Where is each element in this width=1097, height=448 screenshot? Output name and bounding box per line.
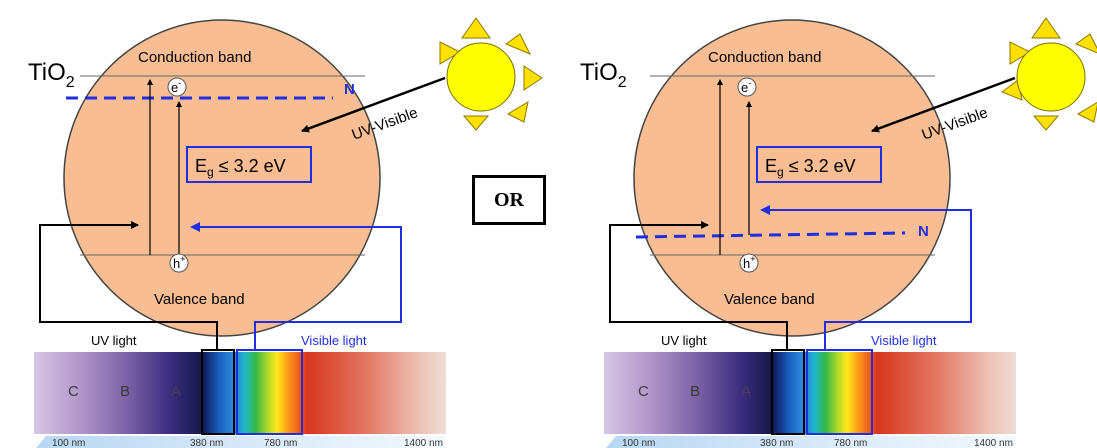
bandgap-label: Eg ≤ 3.2 eV	[195, 156, 286, 179]
hole-symbol	[169, 253, 189, 273]
sun-icon	[439, 17, 543, 131]
uv-band-b: B	[690, 383, 700, 400]
hole-symbol	[739, 253, 759, 273]
uv-band-a: A	[741, 383, 751, 400]
uv-spectrum	[604, 352, 774, 434]
electron-label: e-	[741, 78, 751, 95]
uv-light-label: UV light	[661, 333, 707, 348]
ir-spectrum	[876, 352, 1016, 434]
visible-path-line	[190, 222, 402, 350]
dopant-label: N	[918, 223, 929, 240]
electron-label: e-	[171, 78, 181, 95]
wavelength-bar	[606, 436, 1016, 448]
uv-band-a: A	[171, 383, 181, 400]
visible-light-box	[236, 349, 303, 435]
tio2-particle	[63, 19, 381, 337]
electron-symbol	[737, 77, 757, 97]
uv-spectrum	[34, 352, 204, 434]
material-label: TiO2	[28, 59, 75, 91]
panel-left: TiO2 Conduction band Valence band N e- h…	[28, 17, 543, 448]
hole-label: h+	[173, 254, 186, 271]
dopant-label: N	[344, 81, 355, 98]
wavelength-780: 780 nm	[264, 438, 297, 448]
electron-symbol	[167, 77, 187, 97]
wavelength-1400: 1400 nm	[974, 438, 1013, 448]
visible-spectrum	[804, 352, 876, 434]
hole-label: h+	[743, 254, 756, 271]
wavelength-380: 380 nm	[760, 438, 793, 448]
dopant-level-line	[635, 231, 906, 239]
wavelength-1400: 1400 nm	[404, 438, 443, 448]
conduction-band-label: Conduction band	[708, 49, 821, 66]
panel-right: TiO2 Conduction band Valence band N e- h…	[580, 17, 1097, 448]
bandgap-label: Eg ≤ 3.2 eV	[765, 156, 856, 179]
visible-light-label: Visible light	[871, 333, 937, 348]
sun-icon	[1000, 17, 1097, 131]
ir-spectrum	[306, 352, 446, 434]
uvb-band	[204, 352, 234, 434]
uv-light-box	[771, 349, 805, 435]
uv-light-box	[201, 349, 235, 435]
uv-visible-arrow	[871, 76, 1016, 133]
uv-band-c: C	[638, 383, 649, 400]
visible-light-box	[806, 349, 873, 435]
wavelength-100: 100 nm	[52, 438, 85, 448]
wavelength-100: 100 nm	[622, 438, 655, 448]
or-separator: OR	[472, 175, 546, 225]
material-label: TiO2	[580, 59, 627, 91]
wavelength-780: 780 nm	[834, 438, 867, 448]
uv-light-label: UV light	[91, 333, 137, 348]
visible-light-label: Visible light	[301, 333, 367, 348]
bandgap-box	[186, 146, 312, 183]
bandgap-box	[756, 146, 882, 183]
uv-path-line	[39, 221, 218, 350]
valence-band-label: Valence band	[154, 291, 245, 308]
wavelength-380: 380 nm	[190, 438, 223, 448]
wavelength-bar	[36, 436, 446, 448]
tio2-particle	[633, 19, 951, 337]
valence-band-label: Valence band	[724, 291, 815, 308]
uv-visible-arrow	[301, 76, 446, 133]
uvb-band	[774, 352, 804, 434]
visible-path-line	[760, 205, 972, 350]
uv-band-c: C	[68, 383, 79, 400]
conduction-band-label: Conduction band	[138, 49, 251, 66]
visible-spectrum	[234, 352, 306, 434]
uv-path-line	[609, 221, 788, 350]
uv-band-b: B	[120, 383, 130, 400]
